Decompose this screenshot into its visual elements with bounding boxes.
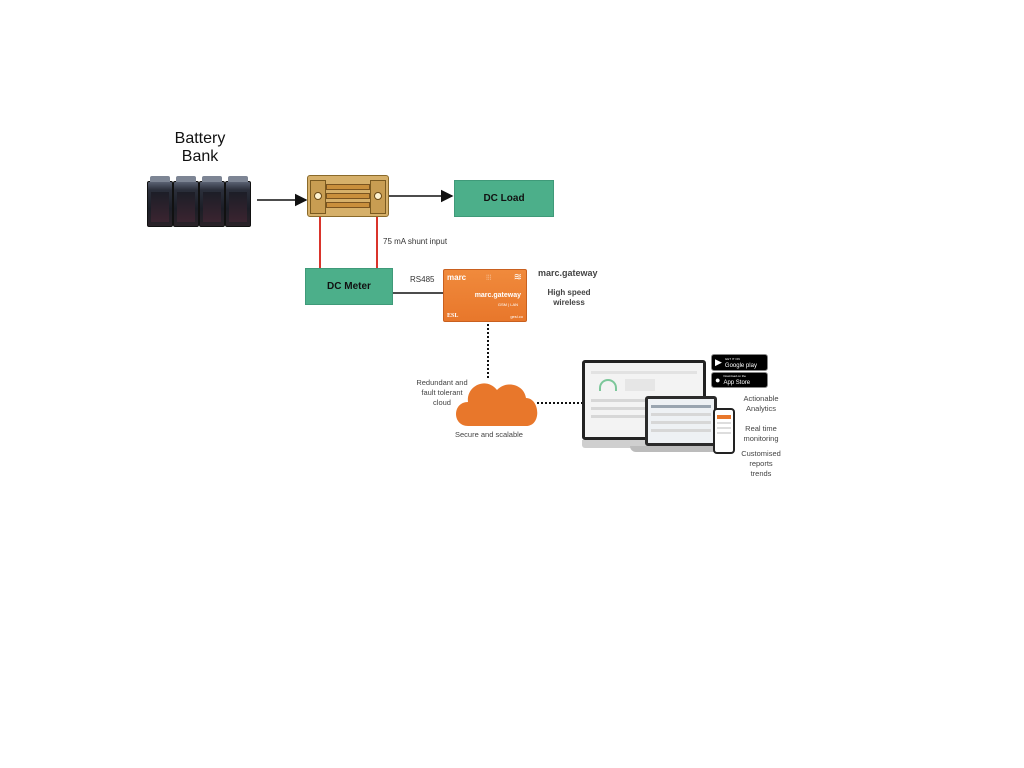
gateway-device-sub: GSM | LAN [497, 302, 518, 307]
screen-row [591, 371, 697, 374]
screen-row [651, 421, 711, 424]
desktop-stand [582, 440, 706, 448]
cloud-label-line2: fault tolerant [421, 388, 463, 397]
phone-header [717, 415, 731, 419]
app-store-small: Download on the [723, 374, 746, 378]
battery-cell [199, 176, 225, 227]
battery-cell [147, 176, 173, 227]
shunt-bar [326, 202, 370, 208]
battery-cell [173, 176, 199, 227]
screen-panel [625, 379, 655, 391]
feature-reports: Customised reports trends [733, 449, 789, 479]
cloud-redundant-label: Redundant and fault tolerant cloud [412, 378, 472, 408]
battery-title-line2: Bank [181, 148, 219, 165]
screen-row [651, 405, 711, 408]
cloud-icon [456, 383, 538, 426]
laptop-image [645, 396, 717, 446]
battery-bank-image [145, 175, 257, 227]
shunt-bolt [374, 192, 382, 200]
app-store-badge[interactable]: ● Download on the App Store [711, 372, 768, 388]
wifi-icon: ≋ [513, 272, 522, 283]
google-play-label: Google play [724, 362, 757, 369]
rs485-label: RS485 [410, 275, 435, 284]
shunt-input-label: 75 mA shunt input [383, 237, 448, 246]
feature-analytics-line2: Analytics [745, 404, 776, 413]
dc-load-box: DC Load [454, 180, 554, 217]
laptop-base [630, 446, 730, 452]
screen-row [717, 427, 731, 429]
phone-image [713, 408, 735, 454]
cloud-label-line3: cloud [433, 398, 451, 407]
screen-row [717, 432, 731, 434]
shunt-image [307, 175, 389, 217]
gateway-speed-label: High speed wireless [540, 288, 598, 308]
gauge-icon [599, 379, 617, 391]
screen-row [651, 413, 711, 416]
gateway-device-image: marc marc.gateway GSM | LAN ESL gesl.co … [443, 269, 527, 322]
screen-row [591, 415, 697, 418]
feature-monitoring: Real time monitoring [735, 424, 787, 444]
battery-bank-title: Battery Bank [160, 130, 240, 166]
gateway-title: marc.gateway [538, 268, 598, 278]
screen-row [717, 422, 731, 424]
feature-reports-line3: trends [750, 469, 772, 478]
battery-cell [225, 176, 251, 227]
gateway-device-name: marc.gateway [474, 292, 521, 299]
dc-meter-box: DC Meter [305, 268, 393, 305]
google-play-badge[interactable]: ▶ GET IT ON Google play [711, 354, 768, 371]
gateway-speed-line1: High speed [547, 288, 591, 297]
shunt-bolt [314, 192, 322, 200]
cloud-secure-label: Secure and scalable [455, 430, 523, 439]
google-play-small: GET IT ON [724, 356, 740, 361]
shunt-bar [326, 184, 370, 190]
gateway-device-url: gesl.co [510, 314, 523, 319]
gateway-speed-line2: wireless [553, 298, 585, 307]
gateway-device-logo: marc [447, 273, 467, 282]
antenna-icon: ⫶⫶⫶ [486, 275, 492, 282]
feature-analytics: Actionable Analytics [735, 394, 787, 414]
battery-title-line1: Battery [174, 130, 226, 147]
screen-row [651, 429, 711, 432]
feature-analytics-line1: Actionable [743, 394, 779, 403]
feature-reports-line1: Customised [741, 449, 781, 458]
screen-row [591, 399, 697, 402]
play-icon: ▶ [715, 357, 722, 367]
feature-monitoring-line1: Real time [745, 424, 777, 433]
gateway-device-brand: ESL [447, 313, 459, 319]
apple-icon: ● [715, 374, 721, 385]
shunt-bar [326, 193, 370, 199]
feature-reports-line2: reports [749, 459, 773, 468]
app-store-label: App Store [723, 380, 751, 386]
feature-monitoring-line2: monitoring [743, 434, 779, 443]
cloud-label-line1: Redundant and [416, 378, 468, 387]
screen-row [591, 407, 697, 410]
